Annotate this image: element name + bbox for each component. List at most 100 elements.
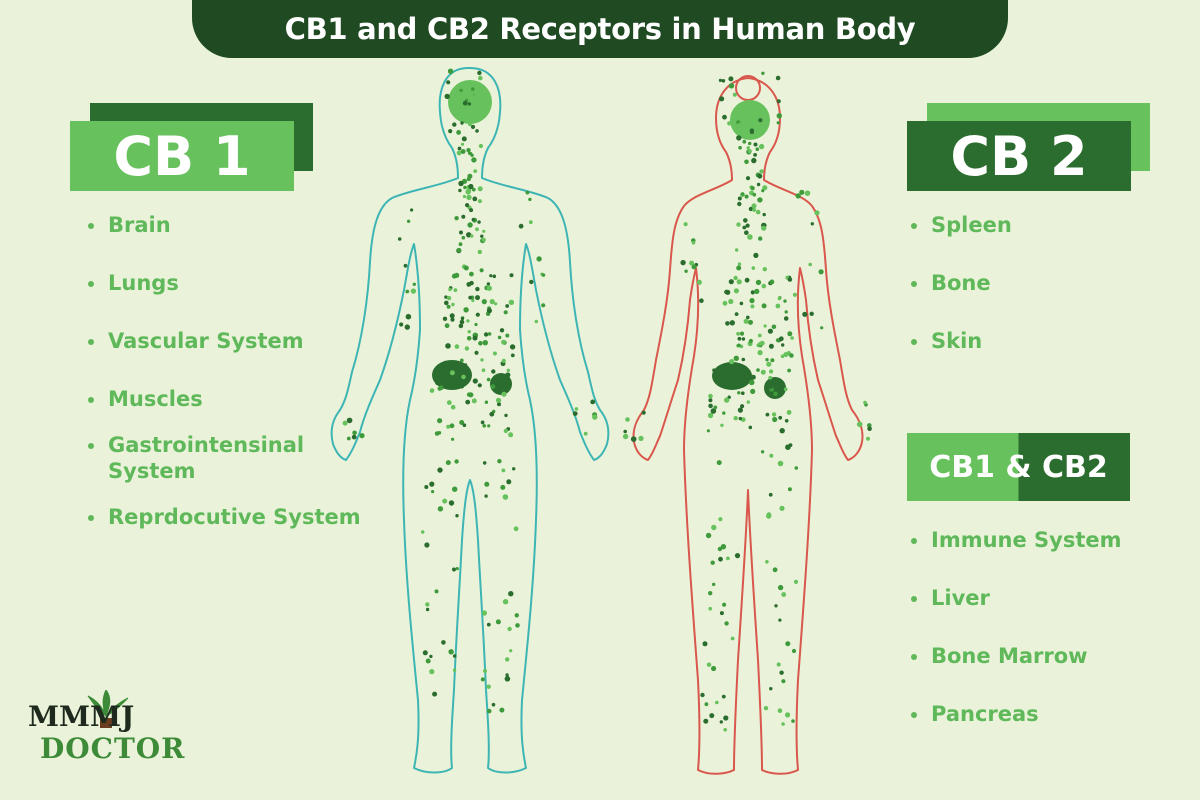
receptor-dot [466, 194, 472, 201]
receptor-dot [486, 282, 491, 286]
receptor-dot [769, 279, 775, 285]
receptor-dot [781, 592, 787, 597]
receptor-dot [484, 481, 490, 487]
receptor-dot [470, 234, 474, 238]
receptor-dot [474, 350, 479, 355]
receptor-dot [448, 129, 453, 134]
receptor-dot [463, 265, 469, 271]
receptor-dot [680, 259, 686, 266]
receptor-dot [480, 234, 484, 238]
receptor-dot [479, 268, 484, 273]
receptor-dot [769, 453, 774, 458]
cb1-cb2-item: Bone Marrow [909, 643, 1088, 669]
receptor-dot [722, 300, 728, 306]
receptor-dot [508, 432, 514, 438]
receptor-dot [452, 567, 456, 572]
receptor-dot [622, 433, 629, 440]
receptor-dot [773, 391, 778, 397]
receptor-dot [748, 379, 755, 386]
receptor-dot [799, 189, 805, 195]
receptor-dot [740, 192, 745, 196]
receptor-dot [706, 429, 711, 433]
receptor-dot [445, 460, 451, 466]
receptor-dot [737, 196, 742, 201]
receptor-dot [508, 591, 514, 597]
male-receptor-dots [342, 68, 598, 714]
receptor-dot [477, 220, 481, 224]
receptor-dot [459, 358, 464, 363]
receptor-dot [454, 459, 459, 464]
receptor-dot [463, 307, 469, 313]
receptor-dot [444, 93, 450, 100]
receptor-dot [452, 486, 458, 492]
receptor-dot [458, 242, 463, 247]
receptor-dot [444, 300, 449, 306]
receptor-dot [518, 223, 524, 229]
receptor-dot [469, 271, 474, 277]
receptor-dot [469, 152, 473, 156]
receptor-dot [763, 324, 767, 328]
receptor-dot [450, 317, 455, 322]
receptor-dot [766, 361, 772, 367]
receptor-dot [467, 102, 472, 106]
receptor-dot [442, 498, 448, 504]
receptor-dot [451, 273, 457, 279]
receptor-dot [486, 377, 491, 382]
receptor-dot [463, 185, 467, 190]
receptor-dot [683, 222, 688, 227]
female-organ-small [764, 377, 786, 399]
male-body-figure [330, 67, 610, 774]
receptor-dot [468, 183, 474, 190]
receptor-dot [746, 400, 750, 404]
page-title: CB1 and CB2 Receptors in Human Body [284, 12, 916, 46]
receptor-dot [737, 343, 741, 348]
receptor-dot [342, 420, 348, 426]
receptor-dot [481, 610, 487, 616]
receptor-dot [623, 429, 627, 434]
receptor-dot [454, 216, 459, 221]
cb1-item: Brain [86, 212, 171, 238]
receptor-dot [728, 383, 734, 390]
receptor-dot [502, 494, 509, 500]
receptor-dot [459, 384, 465, 389]
receptor-dot [459, 319, 465, 325]
receptor-dot [711, 524, 717, 531]
receptor-dot [425, 658, 431, 664]
receptor-dot [769, 385, 773, 389]
receptor-dot [757, 173, 763, 179]
receptor-dot [475, 286, 480, 292]
receptor-dot [744, 159, 749, 165]
receptor-dot [451, 375, 456, 380]
cb2-badge: CB 2 [907, 103, 1150, 191]
receptor-dot [448, 287, 452, 292]
receptor-dot [765, 560, 769, 564]
receptor-dot [412, 282, 416, 286]
receptor-dot [733, 416, 738, 421]
cb1-item: Reprdocutive System [86, 504, 361, 530]
receptor-dot [766, 512, 772, 518]
receptor-dot [759, 169, 764, 174]
receptor-dot [748, 338, 754, 344]
receptor-dot [790, 336, 794, 340]
receptor-dot [719, 720, 723, 724]
receptor-dot [753, 252, 759, 258]
cb1-cb2-badge: CB1 & CB2 [907, 433, 1130, 501]
receptor-dot [460, 142, 465, 146]
receptor-dot [744, 194, 749, 199]
receptor-dot [489, 274, 493, 278]
receptor-dot [769, 687, 773, 691]
receptor-dot [719, 96, 725, 102]
receptor-dot [472, 335, 478, 341]
receptor-dot [499, 328, 505, 333]
receptor-dot [739, 131, 743, 135]
receptor-dot [397, 237, 402, 241]
receptor-dot [747, 149, 752, 154]
cb1-item: Vascular System [86, 328, 304, 354]
receptor-dot [758, 341, 763, 346]
receptor-dot [745, 176, 751, 181]
cb1-cb2-item: Immune System [909, 527, 1122, 553]
female-brain-blob [730, 100, 770, 140]
receptor-dot [720, 423, 724, 427]
receptor-dot [746, 146, 750, 150]
receptor-dot [743, 218, 748, 223]
